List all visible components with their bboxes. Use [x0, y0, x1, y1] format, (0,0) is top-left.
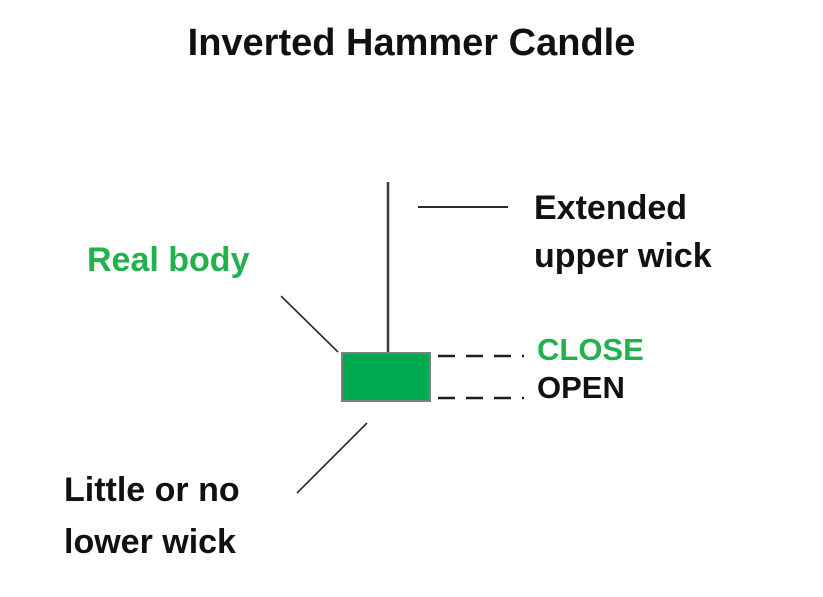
lower-wick-leader-line: [296, 422, 368, 494]
lower-wick-label: Little or no lower wick: [64, 464, 240, 568]
real-body-leader-line: [280, 295, 339, 353]
lower-wick-label-line1: Little or no: [64, 471, 240, 509]
extended-upper-wick-label-line2: upper wick: [534, 237, 712, 275]
lower-wick-label-line2: lower wick: [64, 523, 236, 561]
real-body-label: Real body: [87, 241, 250, 279]
open-label: OPEN: [537, 370, 625, 405]
extended-upper-wick-label-line1: Extended: [534, 189, 688, 227]
extended-upper-wick-label: Extended upper wick: [534, 184, 712, 280]
candle-real-body: [341, 352, 431, 402]
close-label: CLOSE: [537, 332, 644, 367]
diagram-title: Inverted Hammer Candle: [187, 22, 636, 64]
